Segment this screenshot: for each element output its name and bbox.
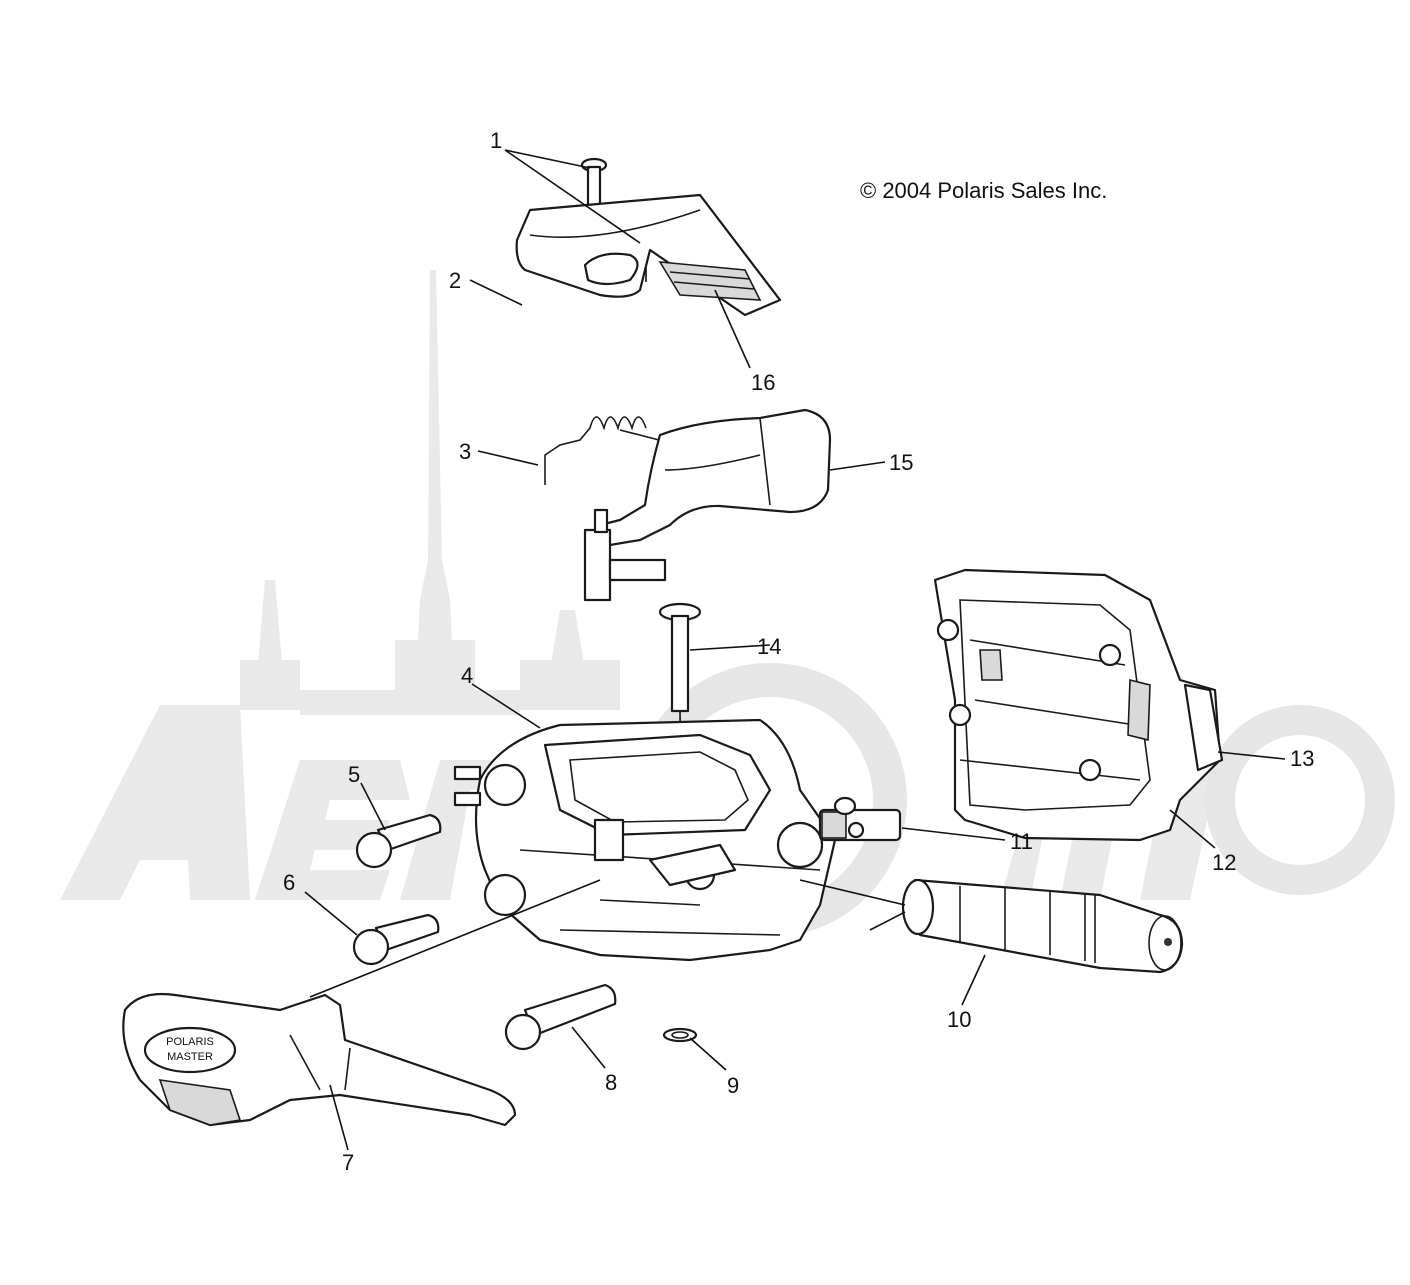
callout-1: 1 (490, 128, 502, 153)
callout-11: 11 (1010, 829, 1033, 854)
callout-12: 12 (1212, 850, 1236, 875)
callout-16: 16 (751, 370, 775, 395)
lever-logo-line2: MASTER (167, 1051, 213, 1063)
part-10-tube (799, 878, 1184, 974)
part-12-cover (933, 568, 1222, 842)
part-4-housing (453, 718, 837, 962)
callout-13: 13 (1290, 746, 1314, 771)
callout-3: 3 (459, 439, 471, 464)
part-9-clip (662, 1027, 698, 1043)
leader-lines (304, 149, 1286, 1151)
part-15-throttle-lever (583, 408, 832, 602)
copyright-notice: © 2004 Polaris Sales Inc. (860, 178, 1107, 203)
callout-15: 15 (889, 450, 913, 475)
part-5-pin (355, 813, 442, 869)
callout-6: 6 (283, 870, 295, 895)
lever-logo-line1: POLARIS (166, 1036, 214, 1048)
callout-labels: 1 2 3 4 5 6 7 8 9 10 11 12 13 14 15 16 (283, 128, 1314, 1175)
part-8-pin (504, 983, 617, 1051)
callout-7: 7 (342, 1150, 354, 1175)
callout-5: 5 (348, 762, 360, 787)
callout-4: 4 (461, 663, 473, 688)
part-13-boss (1183, 683, 1224, 772)
part-16-window (658, 261, 762, 301)
callout-14: 14 (757, 634, 781, 659)
callout-10: 10 (947, 1007, 971, 1032)
callout-9: 9 (727, 1073, 739, 1098)
part-6-pin (309, 879, 601, 998)
callout-2: 2 (449, 268, 461, 293)
part-11-switch (818, 796, 902, 842)
part-7-brake-lever: POLARIS MASTER (122, 992, 517, 1127)
watermark-skyline (240, 270, 620, 715)
callout-8: 8 (605, 1070, 617, 1095)
